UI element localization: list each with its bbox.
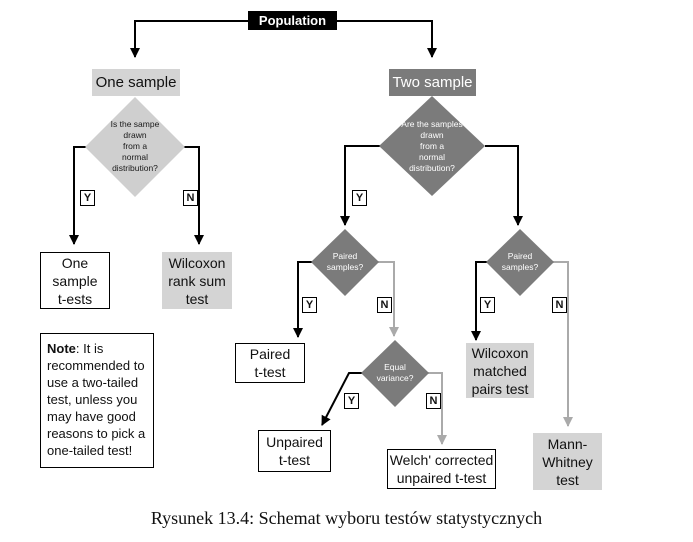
paired-question-normal: Paired samples?	[326, 251, 364, 272]
result-one-sample-t-test: One sample t-ests	[40, 252, 110, 309]
yes-label: Y	[80, 190, 95, 206]
arrow-two-sample-no	[485, 145, 523, 226]
two-sample-question: Are the samples drawn from a normal dist…	[401, 119, 463, 173]
arrow-equal-variance-yes	[321, 372, 362, 426]
equal-variance-question: Equal variance?	[376, 362, 414, 383]
diamond-two-sample-normal	[379, 96, 485, 196]
arrow-paired2-yes	[471, 261, 487, 341]
two-sample-node: Two sample	[389, 69, 476, 96]
arrow-two-sample-yes	[340, 145, 380, 226]
arrow-population-to-one-sample	[130, 20, 248, 58]
diamond-one-sample-normal	[85, 97, 185, 197]
result-wilcoxon-rank-sum: Wilcoxon rank sum test	[162, 252, 232, 309]
result-mann-whitney: Mann- Whitney test	[533, 433, 602, 490]
yes-label: Y	[302, 297, 317, 313]
result-welch-corrected: Welch' corrected unpaired t-test	[387, 449, 496, 489]
arrow-population-to-two-sample	[337, 20, 437, 58]
one-sample-node: One sample	[92, 69, 180, 96]
no-label: N	[426, 393, 441, 409]
yes-label: Y	[352, 190, 367, 206]
no-label: N	[377, 297, 392, 313]
arrow-one-sample-yes	[69, 146, 86, 245]
diamond-paired-normal	[311, 229, 379, 296]
note-box: Note: It is recommended to use a two-tai…	[40, 333, 154, 468]
note-text: : It is recommended to use a two-tailed …	[47, 341, 146, 458]
yes-label: Y	[344, 393, 359, 409]
population-node: Population	[248, 11, 337, 30]
arrow-equal-variance-no	[428, 372, 447, 445]
arrow-paired2-no	[553, 261, 573, 427]
diamond-paired-non-normal	[486, 229, 554, 296]
paired-question-non-normal: Paired samples?	[501, 251, 539, 272]
result-wilcoxon-matched-pairs: Wilcoxon matched pairs test	[466, 343, 534, 398]
arrow-paired-no	[378, 261, 399, 337]
arrow-paired-yes	[293, 261, 313, 338]
no-label: N	[552, 297, 567, 313]
figure-caption: Rysunek 13.4: Schemat wyboru testów stat…	[150, 508, 543, 528]
arrow-one-sample-no	[184, 146, 204, 245]
result-unpaired-t-test: Unpaired t-test	[258, 430, 331, 472]
note-heading: Note	[47, 341, 76, 356]
no-label: N	[183, 190, 198, 206]
one-sample-question: Is the sampe drawn from a normal distrib…	[110, 119, 160, 173]
yes-label: Y	[480, 297, 495, 313]
result-paired-t-test: Paired t-test	[235, 343, 305, 383]
diamond-equal-variance	[361, 340, 429, 407]
